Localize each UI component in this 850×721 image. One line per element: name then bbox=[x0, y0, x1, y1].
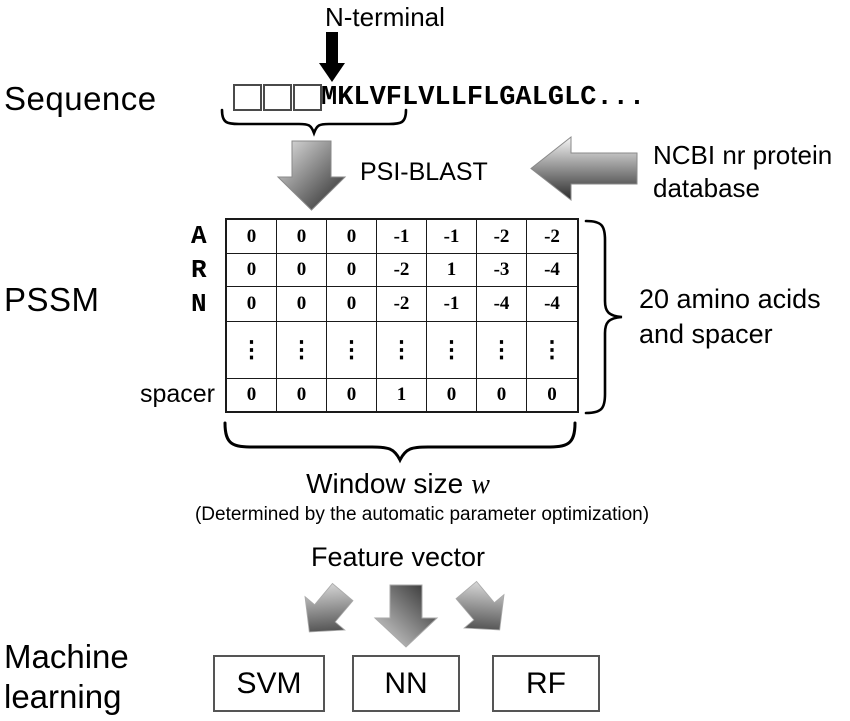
ncbi-label-line2: database bbox=[653, 173, 760, 203]
psi-blast-down-arrow-icon bbox=[276, 140, 347, 211]
n-terminal-label: N-terminal bbox=[325, 2, 445, 32]
pssm-cell: 0 bbox=[277, 254, 327, 287]
ncbi-label: NCBI nr protein database bbox=[653, 139, 832, 205]
spacer-box bbox=[233, 84, 262, 111]
pssm-ellipsis-cell: ⋮ bbox=[477, 322, 527, 379]
pssm-cell: -4 bbox=[527, 254, 577, 287]
pssm-cell: 0 bbox=[547, 384, 557, 405]
split-arrow-middle-icon bbox=[373, 584, 439, 648]
n-terminal-down-arrow-icon bbox=[319, 32, 345, 82]
pssm-cell: -2 bbox=[527, 220, 577, 254]
classifier-label: RF bbox=[526, 666, 566, 700]
pssm-cell: 1 bbox=[377, 379, 427, 411]
amino-acids-brace bbox=[584, 219, 623, 415]
pssm-row-label-n: N bbox=[191, 289, 207, 319]
pssm-row-label-a: A bbox=[191, 221, 207, 251]
pssm-cell: 0 bbox=[227, 379, 277, 411]
sequence-text: MKLVFLVLLFLGALGLC... bbox=[321, 83, 646, 113]
pssm-cell: -3 bbox=[477, 254, 527, 287]
pssm-ellipsis-cell: ⋮ bbox=[227, 322, 277, 379]
pssm-row-label-r: R bbox=[191, 255, 207, 285]
pssm-cell: 0 bbox=[327, 287, 377, 322]
machine-learning-line2: learning bbox=[4, 678, 122, 715]
pssm-cell: -2 bbox=[377, 287, 427, 322]
pssm-cell: 0 bbox=[327, 254, 377, 287]
sequence-label: Sequence bbox=[4, 80, 157, 117]
feature-vector-label: Feature vector bbox=[310, 542, 486, 572]
pssm-ellipsis-cell: ⋮ bbox=[277, 322, 327, 379]
amino-acids-note-line1: 20 amino acids bbox=[639, 284, 821, 314]
spacer-boxes bbox=[233, 84, 323, 111]
split-arrow-left-icon bbox=[304, 582, 354, 633]
pssm-cell: -2 bbox=[377, 254, 427, 287]
amino-acids-note: 20 amino acids and spacer bbox=[639, 282, 821, 352]
pssm-ellipsis-cell: ⋮ bbox=[427, 322, 477, 379]
pssm-cell: 0 bbox=[277, 379, 327, 411]
pssm-cell: 0 bbox=[277, 287, 327, 322]
pssm-cell: -1 bbox=[427, 287, 477, 322]
pssm-cell: 0 bbox=[227, 254, 277, 287]
pssm-cell: 0 bbox=[327, 379, 377, 411]
pssm-cell: -2 bbox=[477, 220, 527, 254]
pssm-cell: -1 bbox=[427, 220, 477, 254]
classifier-label: NN bbox=[384, 666, 428, 700]
pssm-cell: -4 bbox=[527, 287, 577, 322]
pssm-cell: 0 bbox=[477, 379, 527, 411]
pssm-row-label-spacer: spacer bbox=[139, 380, 215, 408]
sequence-window-brace bbox=[220, 108, 408, 137]
ncbi-left-arrow-icon bbox=[530, 135, 638, 202]
classifier-box-nn: NN bbox=[352, 655, 460, 712]
spacer-box bbox=[263, 84, 292, 111]
pssm-ellipsis-cell: ⋮ bbox=[527, 322, 577, 379]
machine-learning-label: Machine learning bbox=[4, 637, 129, 717]
pssm-cell: 1 bbox=[427, 254, 477, 287]
classifier-label: SVM bbox=[236, 666, 302, 700]
pssm-cell: -4 bbox=[477, 287, 527, 322]
pssm-ellipsis-cell: ⋮ bbox=[327, 322, 377, 379]
pssm-label: PSSM bbox=[4, 281, 100, 318]
pssm-matrix: 0 0 0 -1 -1 -2 -2 0 0 0 -2 1 -3 -4 0 0 0… bbox=[225, 218, 579, 413]
window-size-text: Window size bbox=[306, 468, 464, 499]
split-arrow-right-icon bbox=[455, 580, 505, 631]
pssm-cell: 0 bbox=[327, 220, 377, 254]
window-size-symbol: w bbox=[471, 469, 490, 500]
pssm-cell: 0 bbox=[227, 220, 277, 254]
classifier-box-rf: RF bbox=[492, 655, 600, 712]
machine-learning-line1: Machine bbox=[4, 638, 129, 675]
classifier-box-svm: SVM bbox=[213, 655, 325, 712]
window-size-brace bbox=[223, 421, 577, 464]
pssm-cell: 0 bbox=[427, 379, 477, 411]
pssm-cell: 0 bbox=[227, 287, 277, 322]
psi-blast-label: PSI-BLAST bbox=[360, 158, 488, 186]
pssm-ellipsis-cell: ⋮ bbox=[377, 322, 427, 379]
window-size-note: (Determined by the automatic parameter o… bbox=[194, 504, 650, 525]
ncbi-label-line1: NCBI nr protein bbox=[653, 140, 833, 170]
amino-acids-note-line2: and spacer bbox=[639, 319, 773, 349]
pssm-cell: 0 bbox=[277, 220, 327, 254]
pssm-cell: -1 bbox=[377, 220, 427, 254]
spacer-box bbox=[293, 84, 322, 111]
